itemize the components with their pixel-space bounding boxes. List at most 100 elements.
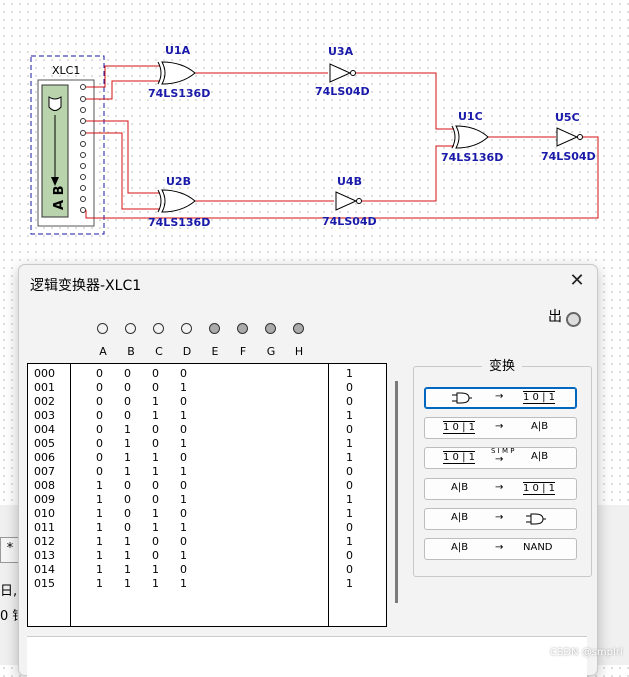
table-output-cell[interactable]: 1	[346, 451, 353, 464]
watermark: CSDN @smplrl	[550, 647, 623, 658]
arrow-right-icon: →	[495, 391, 504, 402]
table-cell: 1	[152, 451, 159, 464]
table-output-cell[interactable]: 0	[346, 549, 353, 562]
table-cell: 1	[124, 577, 131, 590]
table-cell: 0	[96, 409, 103, 422]
table-cell: 0	[124, 521, 131, 534]
u2b-name: U2B	[166, 175, 191, 188]
u2b-xor-gate[interactable]	[157, 189, 196, 213]
table-cell: 0	[180, 563, 187, 576]
expression-to-circuit-button[interactable]: A|B →	[424, 508, 577, 530]
arrow-right-icon: →	[495, 421, 504, 432]
table-cell: 1	[96, 577, 103, 590]
table-output-cell[interactable]: 1	[346, 493, 353, 506]
terminal-c[interactable]	[153, 323, 164, 334]
truth-table-to-simplified-button[interactable]: 1 0 | 1 S I M P → A|B	[424, 447, 577, 469]
u4b-name: U4B	[337, 175, 362, 188]
table-output-cell[interactable]: 0	[346, 423, 353, 436]
conversion-title: 变换	[482, 355, 522, 374]
table-cell: 1	[124, 563, 131, 576]
table-cell: 1	[124, 549, 131, 562]
column-label-e: E	[211, 345, 219, 358]
u1a-xor-gate[interactable]	[157, 61, 196, 85]
close-icon[interactable]: ✕	[569, 270, 585, 291]
table-output-cell[interactable]: 1	[346, 507, 353, 520]
table-output-cell[interactable]: 1	[346, 577, 353, 590]
table-output-cell[interactable]: 0	[346, 521, 353, 534]
table-output-cell[interactable]: 1	[346, 409, 353, 422]
table-row-index: 010	[34, 507, 55, 520]
table-cell: 1	[152, 395, 159, 408]
u1c-type: 74LS136D	[441, 151, 503, 164]
table-cell: 1	[96, 507, 103, 520]
table-cell: 0	[180, 479, 187, 492]
table-cell: 0	[152, 423, 159, 436]
table-cell: 1	[124, 535, 131, 548]
conversion-group: 变换 → 1 0 | 1 1 0 | 1 → A|B 1 0 | 1 S I M…	[413, 355, 592, 577]
terminal-h[interactable]	[293, 323, 304, 334]
expression-to-nand-button[interactable]: A|B → NAND	[424, 538, 577, 560]
table-cell: 0	[96, 423, 103, 436]
table-cell: 0	[152, 535, 159, 548]
u1c-xor-gate[interactable]	[451, 125, 489, 149]
table-cell: 0	[124, 395, 131, 408]
u2b-type: 74LS136D	[148, 216, 210, 229]
expression-field[interactable]	[27, 636, 587, 677]
column-label-c: C	[155, 345, 163, 358]
gate-icon	[526, 513, 546, 525]
truth-table-to-expression-button[interactable]: 1 0 | 1 → A|B	[424, 417, 577, 439]
table-output-cell[interactable]: 1	[346, 367, 353, 380]
column-label-f: F	[239, 345, 247, 358]
terminal-a[interactable]	[97, 323, 108, 334]
table-output-cell[interactable]: 1	[346, 437, 353, 450]
table-cell: 0	[180, 535, 187, 548]
table-output-cell[interactable]: 1	[346, 535, 353, 548]
table-cell: 1	[152, 465, 159, 478]
background-tab[interactable]: *	[0, 537, 20, 563]
table-cell: 0	[96, 367, 103, 380]
table-cell: 0	[96, 451, 103, 464]
table-cell: 1	[124, 451, 131, 464]
circuit-to-truth-table-button[interactable]: → 1 0 | 1	[424, 387, 577, 409]
table-output-cell[interactable]: 0	[346, 381, 353, 394]
arrow-right-icon: →	[495, 512, 504, 523]
table-output-cell[interactable]: 0	[346, 563, 353, 576]
terminal-b[interactable]	[125, 323, 136, 334]
schematic-canvas[interactable]: XLC1 A B	[0, 0, 629, 270]
table-row-index: 015	[34, 577, 55, 590]
terminal-f[interactable]	[237, 323, 248, 334]
u3a-not-gate[interactable]	[329, 63, 356, 83]
table-cell: 0	[96, 437, 103, 450]
output-terminal[interactable]	[566, 312, 581, 327]
table-cell: 0	[124, 367, 131, 380]
terminal-e[interactable]	[209, 323, 220, 334]
table-cell: 1	[152, 409, 159, 422]
table-row-index: 014	[34, 563, 55, 576]
table-output-cell[interactable]: 0	[346, 479, 353, 492]
table-output-cell[interactable]: 0	[346, 465, 353, 478]
expression-to-truth-table-button[interactable]: A|B → 1 0 | 1	[424, 478, 577, 500]
column-label-h: H	[294, 345, 304, 358]
table-cell: 1	[124, 437, 131, 450]
u5c-not-gate[interactable]	[556, 127, 583, 147]
table-cell: 0	[180, 423, 187, 436]
table-output-cell[interactable]: 0	[346, 395, 353, 408]
u4b-not-gate[interactable]	[335, 191, 362, 211]
table-row-index: 008	[34, 479, 55, 492]
table-row-index: 013	[34, 549, 55, 562]
terminal-g[interactable]	[265, 323, 276, 334]
u5c-name: U5C	[555, 111, 580, 124]
truth-table-scrollbar[interactable]	[395, 381, 398, 603]
table-cell: 0	[152, 437, 159, 450]
table-row-index: 005	[34, 437, 55, 450]
terminal-d[interactable]	[181, 323, 192, 334]
table-row-index: 000	[34, 367, 55, 380]
table-cell: 1	[180, 521, 187, 534]
table-cell: 1	[96, 521, 103, 534]
table-cell: 1	[180, 577, 187, 590]
table-cell: 1	[180, 493, 187, 506]
u3a-type: 74LS04D	[315, 85, 370, 98]
xlc1-instrument[interactable]: XLC1 A B	[30, 55, 105, 235]
